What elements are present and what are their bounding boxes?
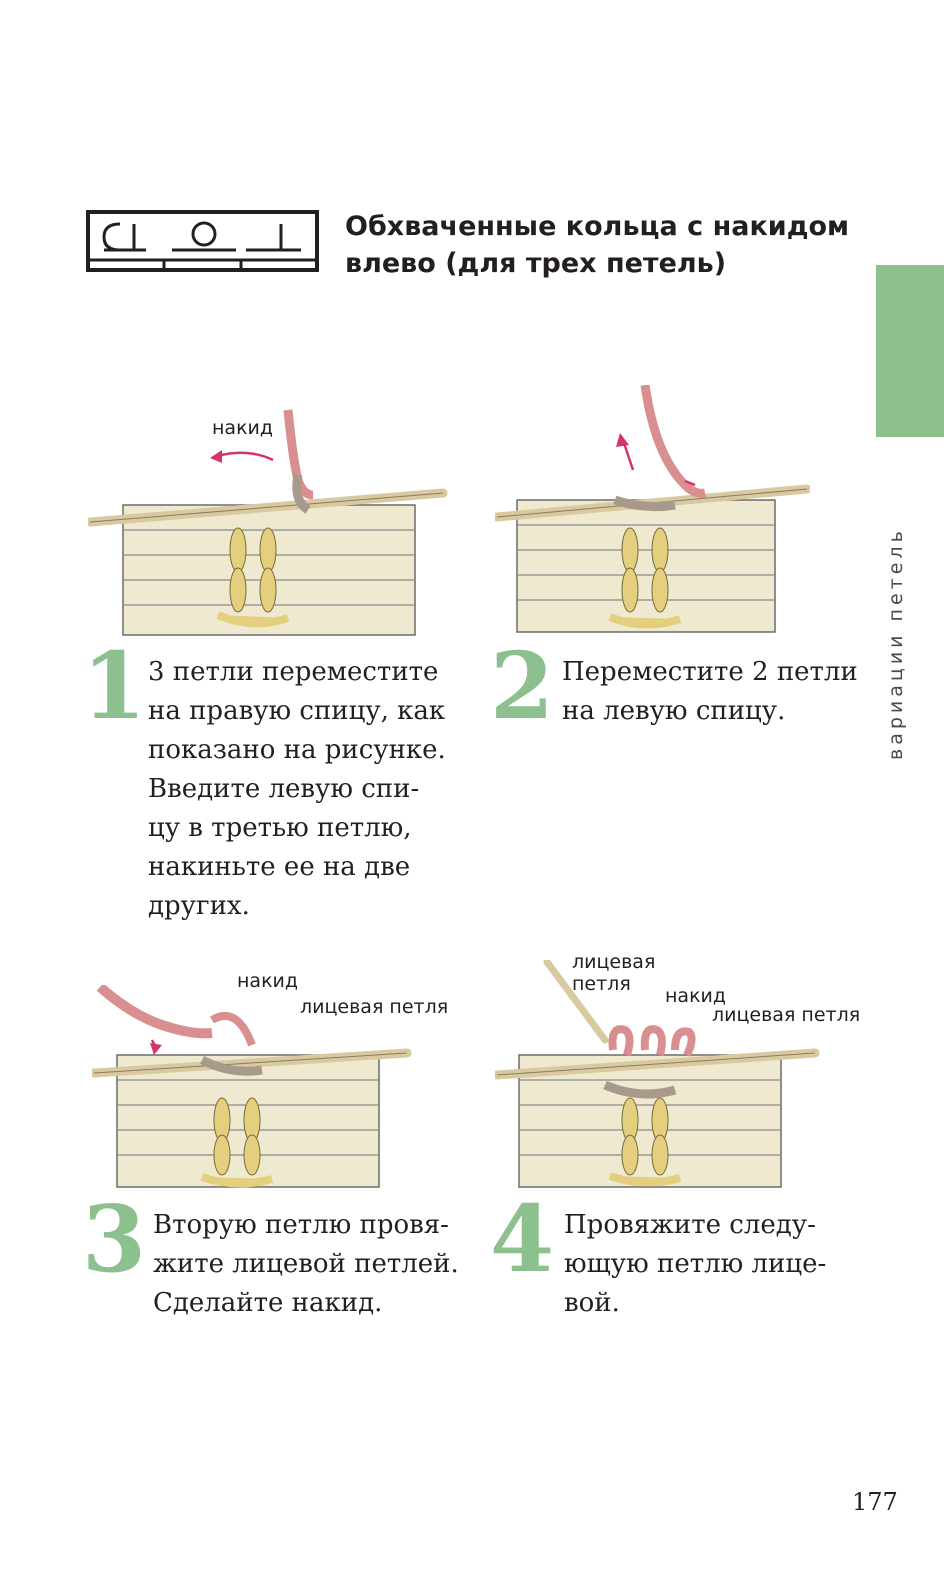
step-3-number: 3: [82, 1185, 147, 1293]
step-4-text: Провяжите следу- ющую петлю лице- вой.: [564, 1210, 827, 1318]
step-4-illustration: [495, 960, 820, 1188]
step-1-label-yarnover: накид: [212, 417, 274, 439]
step-2-number: 2: [490, 632, 555, 740]
step-1-text: 3 петли переместите на правую спицу, как…: [148, 657, 446, 921]
step-1-illustration: [88, 409, 448, 636]
step-2-text: Переместите 2 петли на левую спицу.: [562, 657, 858, 726]
page-title: Обхваченные кольца с накидом влево (для …: [345, 211, 850, 279]
step-2-illustration: [495, 385, 810, 633]
page-number: 177: [852, 1488, 898, 1516]
step-1-number: 1: [82, 632, 147, 740]
step-4-number: 4: [490, 1185, 555, 1293]
chart-symbol-icon: [86, 210, 319, 272]
section-label: вариации петель: [885, 527, 907, 760]
section-tab: [876, 265, 944, 437]
step-4-label-knit-stitch-left: лицевая петля: [572, 951, 656, 995]
step-3-label-yarnover: накид: [237, 970, 299, 992]
step-3-illustration: [92, 985, 412, 1188]
step-3-text: Вторую петлю провя- жите лицевой петлей.…: [153, 1210, 459, 1318]
step-4-label-yarnover: накид: [665, 985, 727, 1007]
step-3-label-knit-stitch: лицевая петля: [300, 996, 449, 1018]
step-4-label-knit-stitch-right: лицевая петля: [712, 1004, 861, 1026]
